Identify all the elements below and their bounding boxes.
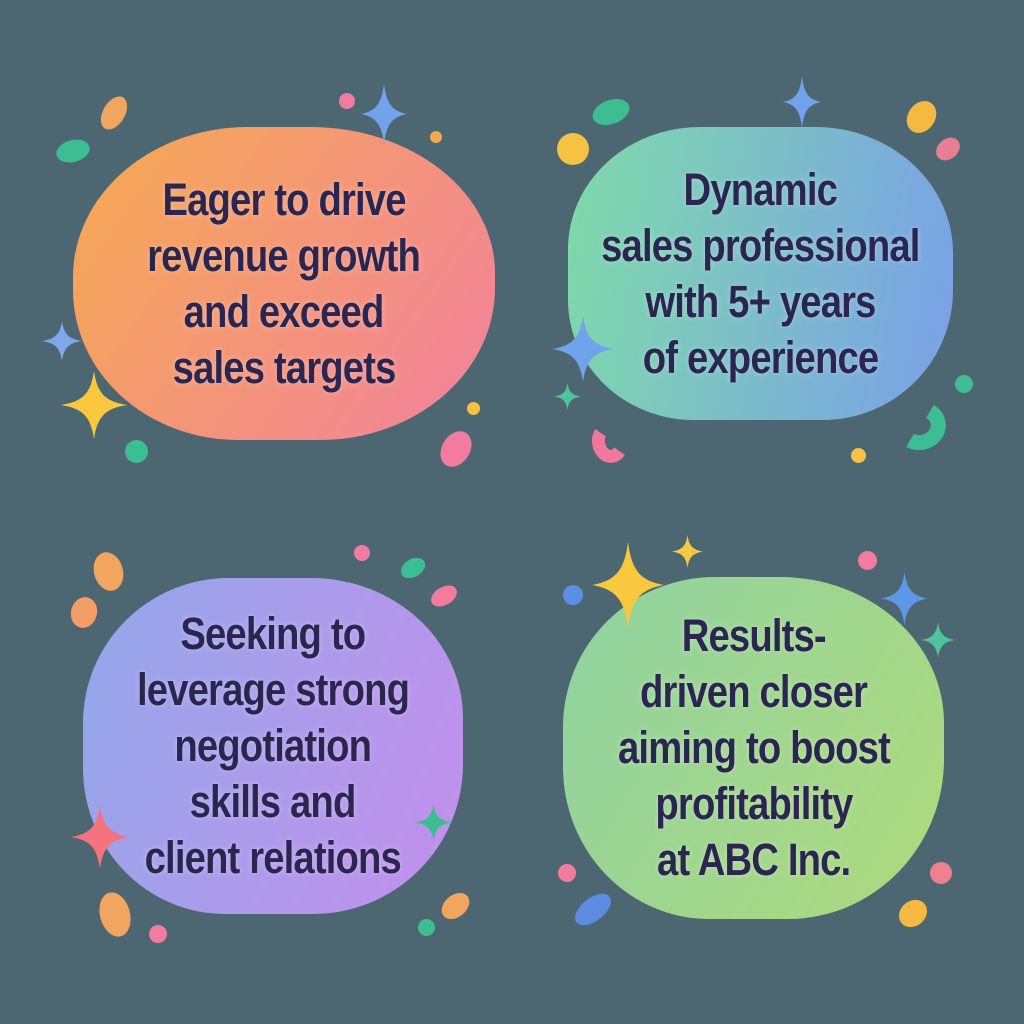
confetti-pill-yellow: [900, 95, 942, 139]
quote-card-1: Eager to drive revenue growth and exceed…: [73, 127, 495, 440]
quote-line: sales professional: [601, 219, 920, 271]
quote-line: skills and: [190, 776, 357, 827]
confetti-dot-pink: [857, 550, 877, 570]
confetti-dot-pink: [149, 925, 167, 943]
confetti-dot-green: [417, 918, 435, 936]
sparkle-green-icon: [414, 803, 452, 841]
quote-line: client relations: [144, 832, 402, 883]
sparkle-green-icon: [921, 622, 955, 658]
confetti-dot-green: [124, 439, 148, 463]
quote-line: Seeking to: [180, 608, 367, 659]
sparkle-blue-icon: [42, 321, 82, 361]
quote-line: leverage strong: [136, 664, 410, 715]
confetti-pill-green: [589, 94, 633, 130]
confetti-dot-yellow: [466, 401, 480, 415]
confetti-pill-pink: [427, 581, 461, 611]
quote-card-3: Seeking to leverage strong negotiation s…: [83, 578, 463, 914]
quote-line: Dynamic: [683, 163, 838, 215]
sparkle-yellow-icon: [61, 371, 127, 439]
sparkle-blue-icon: [361, 83, 407, 145]
sparkle-yellow-icon: [671, 534, 703, 568]
confetti-dot-pink: [339, 93, 355, 109]
quote-line: Eager to drive: [162, 173, 406, 225]
quote-card-2: Dynamic sales professional with 5+ years…: [568, 127, 953, 420]
quote-line: negotiation: [174, 720, 373, 771]
confetti-dot-green: [955, 375, 973, 393]
sparkle-blue-icon: [880, 571, 928, 625]
sparkle-green-icon: [553, 382, 581, 410]
quote-line: revenue growth: [147, 229, 422, 281]
quote-line: profitability: [654, 778, 853, 829]
confetti-pill-blue: [569, 887, 617, 931]
confetti-pill-green: [397, 553, 429, 583]
confetti-pill-yellow: [893, 893, 933, 933]
quote-line: at ABC Inc.: [656, 834, 851, 885]
confetti-pill-orange: [95, 91, 133, 135]
sparkle-blue-icon: [783, 76, 821, 128]
quote-line: and exceed: [184, 285, 385, 337]
sparkle-yellow-icon: [592, 542, 664, 628]
confetti-dot-yellow: [557, 133, 589, 165]
confetti-pill-orange: [67, 593, 101, 631]
confetti-arc-green: [888, 396, 952, 456]
confetti-pill-orange: [88, 548, 128, 594]
sparkle-blue-icon: [552, 316, 614, 382]
quote-line: driven closer: [639, 666, 868, 717]
quote-line: with 5+ years: [645, 275, 876, 327]
confetti-pill-pink: [931, 132, 965, 166]
confetti-pill-orange: [436, 887, 474, 925]
confetti-dot-pink: [354, 545, 370, 561]
confetti-dot-blue: [563, 585, 583, 605]
confetti-arc-pink: [588, 418, 632, 466]
quote-line: sales targets: [172, 341, 397, 393]
quote-line: Results-: [681, 610, 826, 661]
quote-line: of experience: [642, 331, 879, 383]
confetti-pill-green: [53, 135, 93, 167]
confetti-dot-pink: [558, 864, 576, 882]
quote-line: aiming to boost: [617, 722, 890, 773]
quote-card-4: Results- driven closer aiming to boost p…: [563, 577, 944, 919]
confetti-dot-yellow: [850, 447, 866, 463]
confetti-pill-orange: [94, 888, 136, 940]
sparkle-coral-icon: [71, 805, 129, 869]
confetti-pill-pink: [434, 425, 478, 473]
confetti-dot-orange: [430, 131, 442, 143]
confetti-dot-pink: [930, 862, 952, 884]
